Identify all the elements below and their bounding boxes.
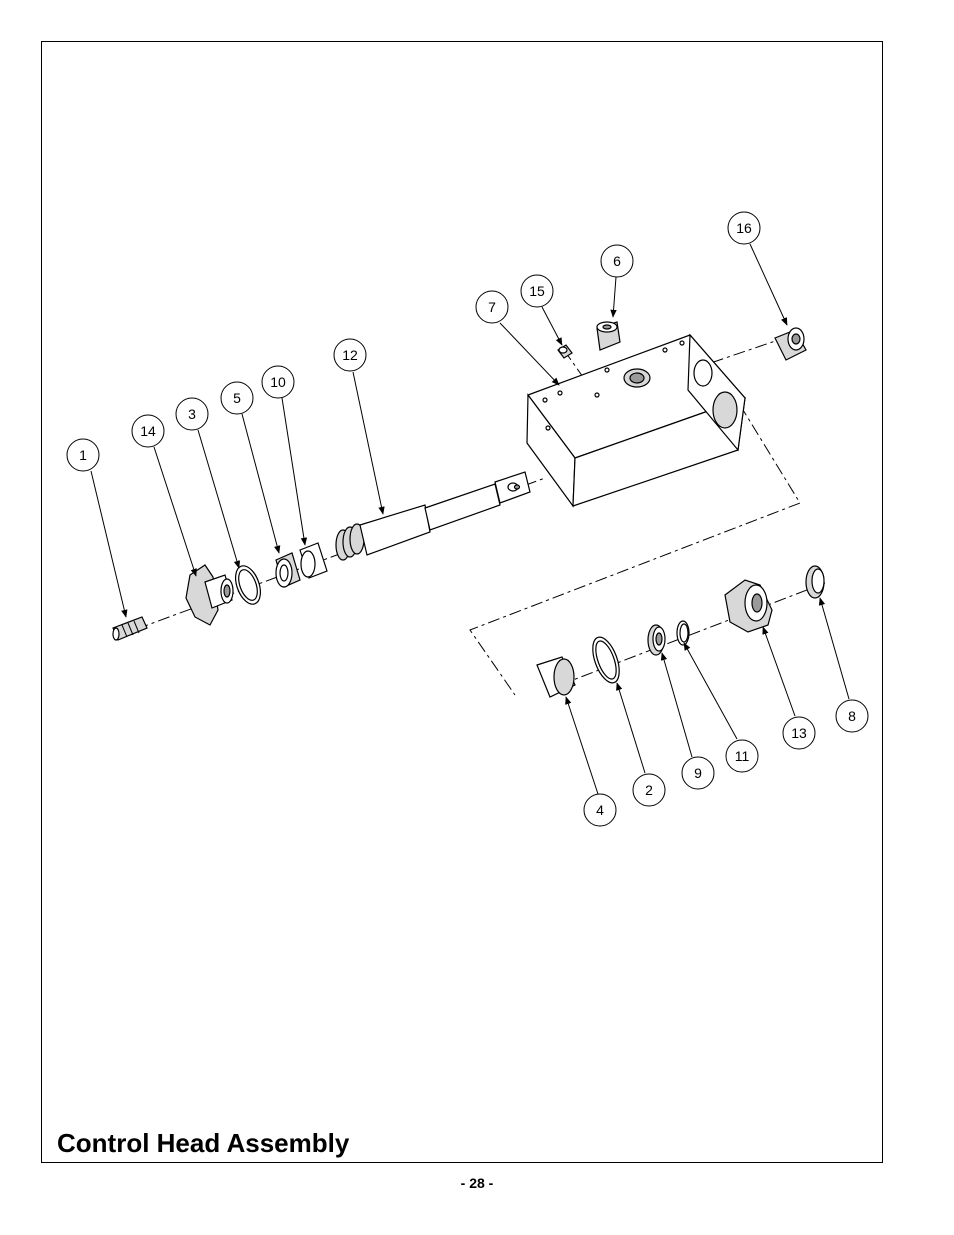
callout-3: 3	[175, 397, 209, 431]
callout-5: 5	[220, 381, 254, 415]
callout-9: 9	[681, 756, 715, 790]
callout-1-label: 1	[79, 447, 87, 463]
part-1-fitting	[112, 616, 148, 641]
part-9-bushing	[647, 624, 666, 656]
part-8-ring	[805, 565, 825, 599]
callout-3-label: 3	[188, 406, 196, 422]
callout-14-label: 14	[140, 423, 156, 439]
callout-5-label: 5	[233, 390, 241, 406]
part-4-sleeve	[536, 656, 576, 698]
callout-8: 8	[835, 699, 869, 733]
callout-10: 10	[261, 365, 295, 399]
callout-4: 4	[583, 793, 617, 827]
callout-15: 15	[520, 274, 554, 308]
part-15-plug	[557, 344, 573, 359]
part-7-valve-block	[526, 333, 747, 508]
part-12-spool-shaft	[335, 471, 531, 561]
callout-7: 7	[475, 290, 509, 324]
part-10-ring	[299, 542, 328, 579]
part-6-cap	[596, 321, 621, 351]
leader-lines	[90, 243, 850, 795]
callout-2-label: 2	[645, 782, 653, 798]
callout-6: 6	[600, 244, 634, 278]
page-title: Control Head Assembly	[57, 1128, 350, 1158]
callout-4-label: 4	[596, 802, 604, 818]
part-2-o-ring	[592, 636, 620, 684]
callout-8-label: 8	[848, 708, 856, 724]
callout-1: 1	[66, 438, 100, 472]
part-16-cap	[774, 327, 807, 361]
callout-12-label: 12	[342, 347, 358, 363]
callout-9-label: 9	[694, 765, 702, 781]
callout-7-label: 7	[488, 299, 496, 315]
callout-16-label: 16	[736, 220, 752, 236]
part-14-hex-body	[185, 564, 234, 626]
callout-12: 12	[333, 338, 367, 372]
part-13-hex-nut	[724, 579, 773, 633]
callout-16: 16	[727, 211, 761, 245]
callout-13-label: 13	[791, 725, 807, 741]
part-3-o-ring	[235, 565, 261, 605]
callout-6-label: 6	[613, 253, 621, 269]
callout-11-label: 11	[735, 748, 750, 764]
part-11-ring	[676, 620, 690, 646]
part-5-washer	[275, 552, 301, 588]
callout-11: 11	[725, 739, 759, 773]
page-frame	[41, 41, 883, 1163]
page-number: - 28 -	[460, 1175, 494, 1191]
callout-14: 14	[131, 414, 165, 448]
callout-10-label: 10	[270, 374, 286, 390]
callout-13: 13	[782, 716, 816, 750]
callout-2: 2	[632, 773, 666, 807]
callout-15-label: 15	[529, 283, 545, 299]
